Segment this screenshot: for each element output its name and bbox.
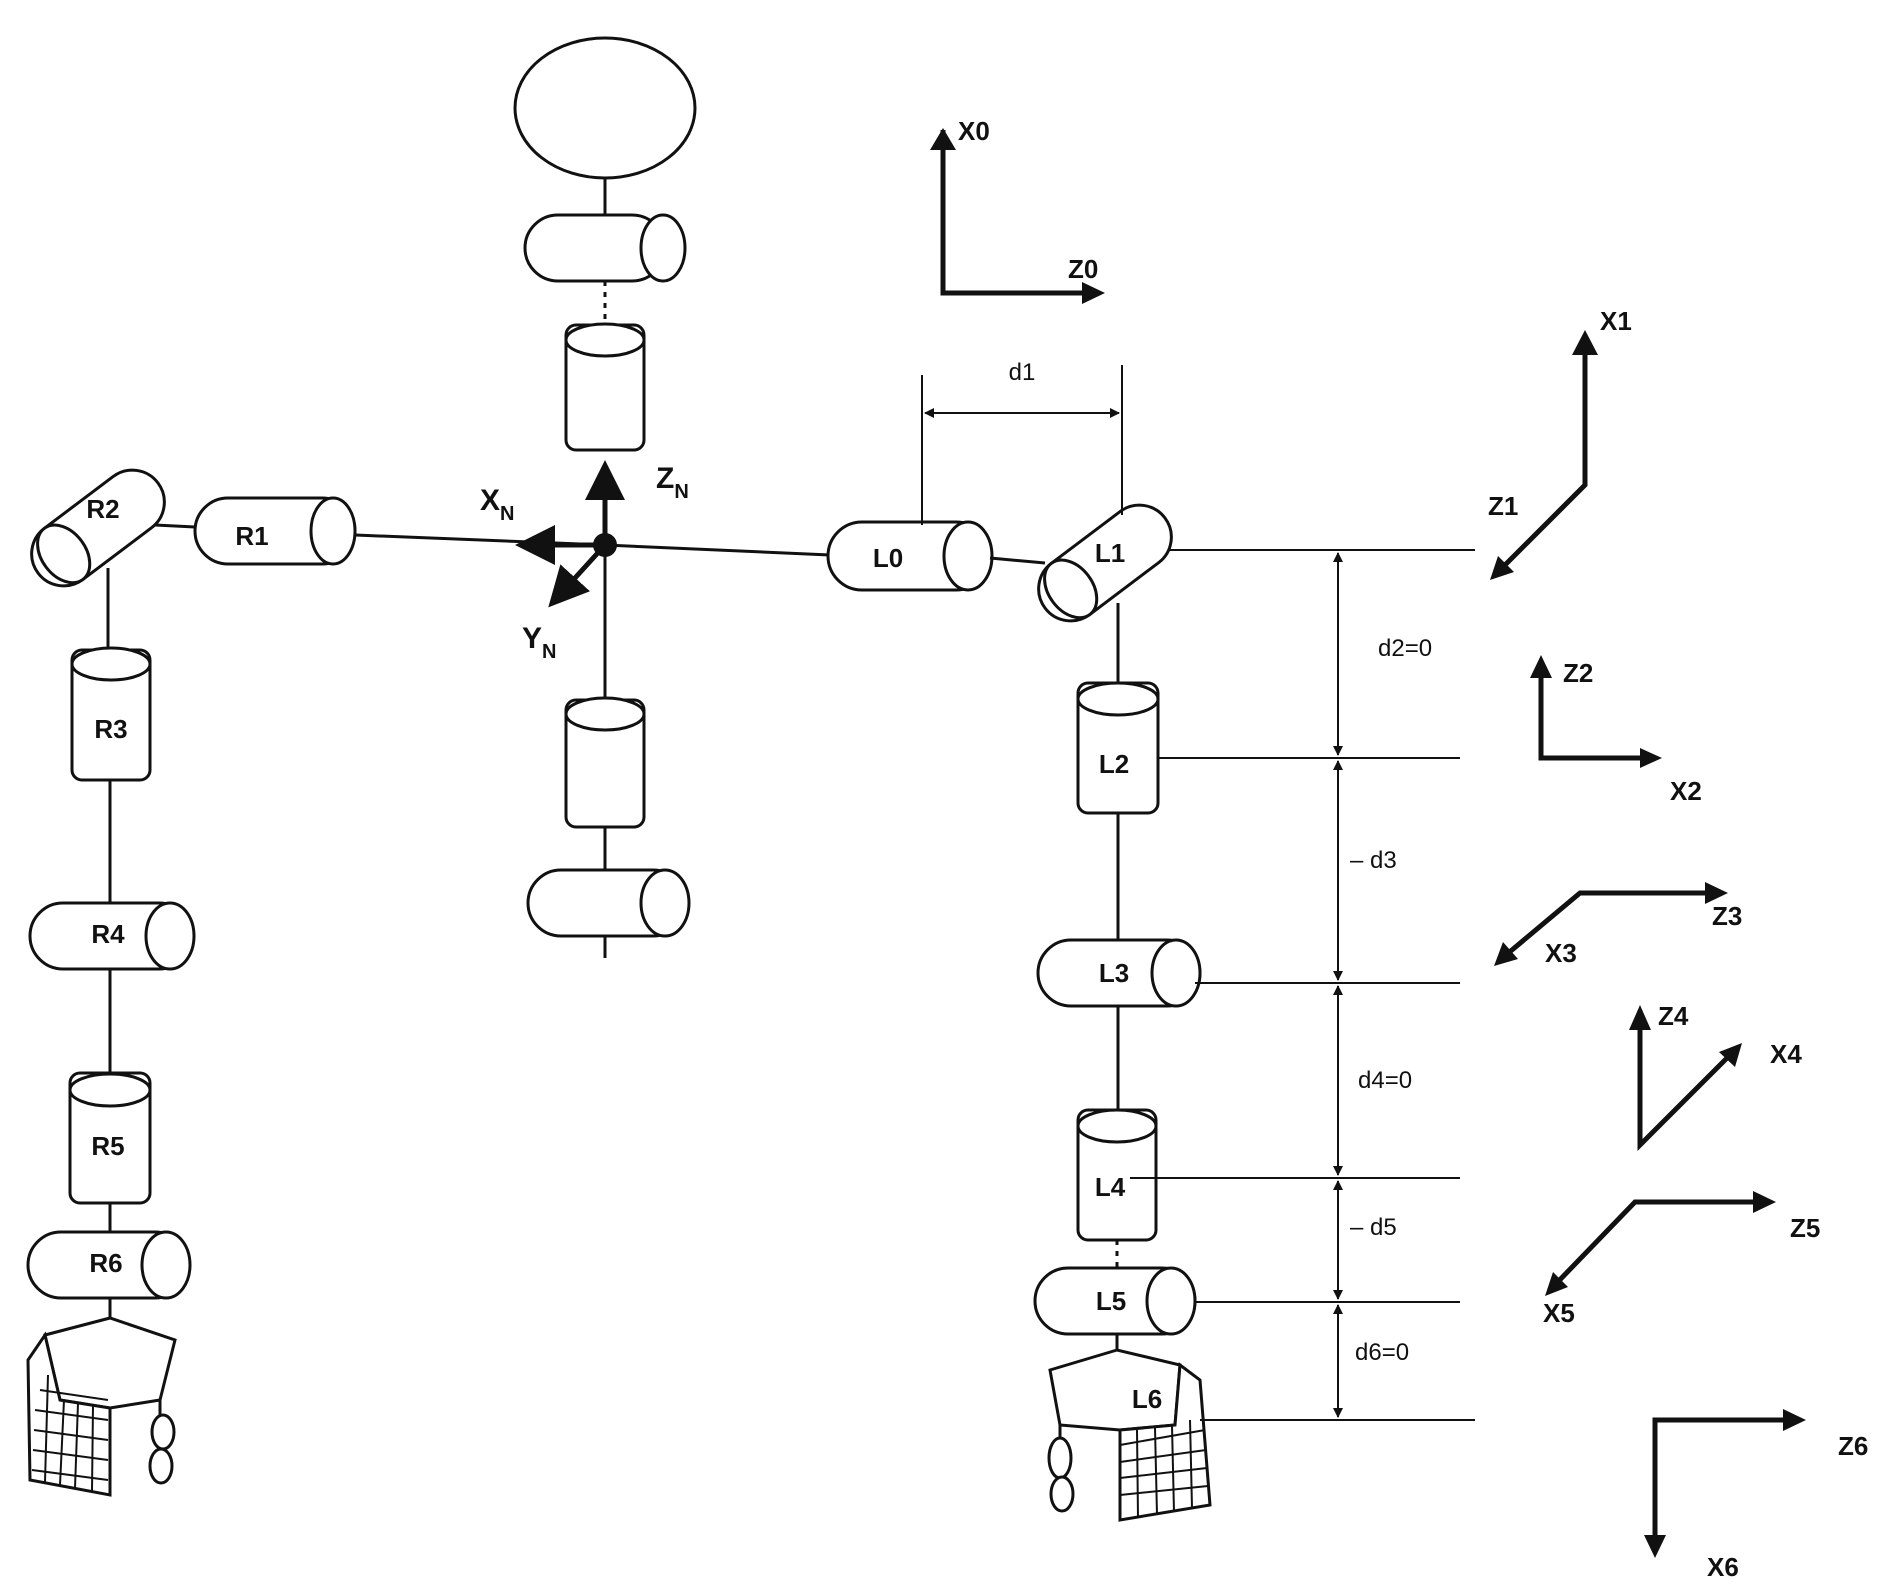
yn-label: YN [522,622,556,663]
frame4-z-label: Z4 [1658,1001,1689,1031]
xn-label: XN [480,484,514,525]
frame0-z-label: Z0 [1068,254,1098,284]
zn-label: ZN [656,462,689,503]
label-l3: L3 [1099,958,1129,988]
right-hand [26,1316,177,1497]
waist-joint-vertical [564,696,646,829]
joint-l4: L4 [1076,1108,1158,1242]
shoulder-link-left [604,543,831,557]
frame6-z-label: Z6 [1838,1431,1868,1461]
label-r3: R3 [94,714,127,744]
waist-group [526,545,691,958]
frame-4: Z4 X4 [1629,1001,1802,1152]
label-r1: R1 [235,521,268,551]
joint-l3: L3 [1036,938,1202,1008]
frame5-x-label: X5 [1543,1298,1575,1328]
joint-r3: R3 [70,646,152,782]
dim-d1-label: d1 [1009,359,1036,386]
frame3-z-label: Z3 [1712,901,1742,931]
frame-5: Z5 X5 [1543,1191,1820,1328]
dim-d3-label: – d3 [1350,847,1397,874]
dim-d2-label: d2=0 [1378,635,1432,662]
label-l6: L6 [1132,1384,1162,1414]
frame-2: Z2 X2 [1530,655,1702,806]
label-l1: L1 [1095,538,1125,568]
dim-d6-label: d6=0 [1355,1339,1409,1366]
frame5-z-label: Z5 [1790,1213,1820,1243]
label-r6: R6 [89,1248,122,1278]
frame3-x-label: X3 [1545,938,1577,968]
right-arm: R1 R2 R3 R4 R5 R6 [26,468,357,1497]
frame0-x-label: X0 [958,116,990,146]
label-r5: R5 [91,1131,124,1161]
dim-d4-label: d4=0 [1358,1067,1412,1094]
dimension-lines: d1 d2=0 – d3 d4=0 – d5 d6=0 [921,359,1475,1421]
joint-r5: R5 [68,1071,152,1205]
yn-axis-arrow [548,543,607,608]
joint-r2 [30,468,166,588]
joint-r6: R6 [26,1230,192,1300]
frame-6: Z6 X6 [1644,1409,1868,1582]
frame1-z-label: Z1 [1488,491,1518,521]
label-l4: L4 [1095,1172,1126,1202]
neck-joint-horizontal [523,213,687,283]
label-r2: R2 [86,494,119,524]
left-arm: L0 L1 L2 L3 L4 L5 [826,503,1212,1522]
frame2-z-label: Z2 [1563,658,1593,688]
frame1-x-label: X1 [1600,306,1632,336]
label-l0: L0 [873,543,903,573]
label-l2: L2 [1099,749,1129,779]
neck-frame: XN ZN YN [480,460,689,663]
frame4-x-label: X4 [1770,1039,1802,1069]
joint-r4: R4 [28,901,196,971]
waist-joint-horizontal [526,868,691,938]
frame6-x-label: X6 [1707,1552,1739,1582]
joint-l2: L2 [1076,681,1160,815]
left-hand [1047,1348,1212,1522]
frame2-x-label: X2 [1670,776,1702,806]
joint-l0: L0 [826,520,994,592]
neck-joint-vertical [564,322,646,452]
joint-l1 [1037,503,1173,623]
frame-3: Z3 X3 [1494,882,1742,968]
joint-l5: L5 [1033,1266,1197,1336]
joint-r1: R1 [193,496,357,566]
frame-1: X1 Z1 [1488,306,1632,580]
frame-0: X0 Z0 [930,116,1105,304]
head-group [513,36,697,452]
label-l5: L5 [1096,1286,1126,1316]
head [513,36,697,180]
label-r4: R4 [91,919,125,949]
dim-d5-label: – d5 [1350,1214,1397,1241]
